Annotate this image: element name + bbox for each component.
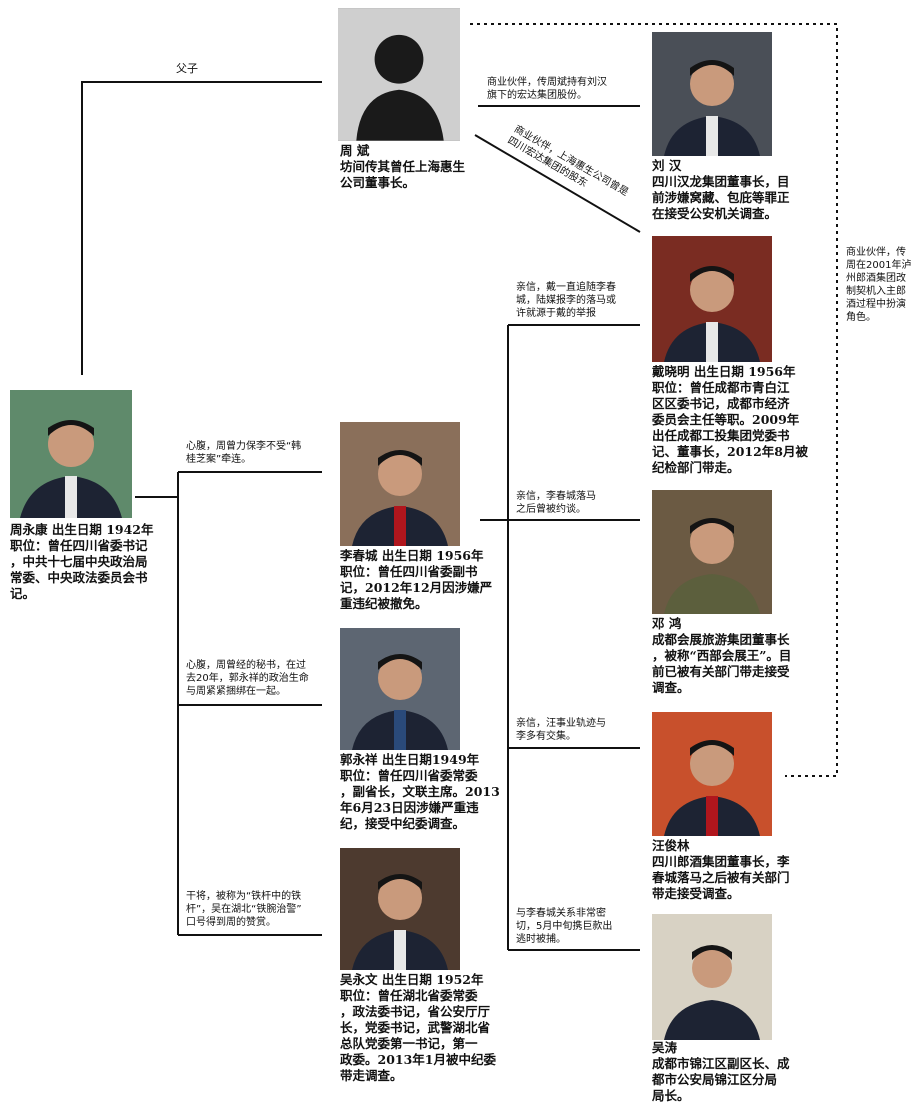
line-father-son	[81, 81, 322, 375]
photo-wu-tao	[652, 914, 772, 1040]
caption-wang-junlin: 汪俊林 四川郎酒集团董事长，李 春城落马之后被有关部门 带走接受调查。	[652, 838, 790, 901]
caption-wu-tao: 吴涛 成都市锦江区副区长、成 都市公安局锦江区分局 局长。	[652, 1040, 790, 1103]
relation-zhou-li: 心腹，周曾力保李不受“韩 桂芝案”牵连。	[186, 441, 302, 465]
relation-father-son: 父子	[176, 62, 198, 75]
caption-guo-yongxiang: 郭永祥 出生日期1949年 职位：曾任四川省委常委 ，副省长，文联主席。2013…	[340, 752, 500, 831]
relation-li-wang: 亲信，汪事业轨迹与 李多有交集。	[516, 718, 606, 742]
photo-deng-hong	[652, 490, 772, 614]
relation-zhoubin-wangjunlin: 商业伙伴，传 周在2001年泸 州郎酒集团改 制契机入主郎 酒过程中扮演 角色。	[846, 247, 912, 323]
photo-dai-xiaoming	[652, 236, 772, 362]
relation-zhou-guo: 心腹，周曾经的秘书，在过 去20年，郭永祥的政治生命 与周紧紧捆绑在一起。	[186, 660, 309, 697]
relation-zhou-wu: 干将，被称为“铁杆中的铁 杆”，吴在湖北“铁腕治警” 口号得到周的赞赏。	[186, 891, 302, 928]
caption-zhou-yongkang: 周永康 出生日期 1942年 职位：曾任四川省委书记 ，中共十七届中央政治局 常…	[10, 522, 154, 601]
caption-dai-xiaoming: 戴晓明 出生日期 1956年 职位：曾任成都市青白江 区区委书记，成都市经济 委…	[652, 364, 808, 475]
caption-liu-han: 刘 汉 四川汉龙集团董事长，目 前涉嫌窝藏、包庇等罪正 在接受公安机关调查。	[652, 158, 790, 221]
photo-li-chuncheng	[340, 422, 460, 546]
photo-zhou-bin	[338, 8, 460, 141]
line-zhoubin-wangjunlin	[470, 23, 838, 777]
relation-li-deng: 亲信，李春城落马 之后曾被约谈。	[516, 491, 596, 515]
caption-zhou-bin: 周 斌 坊间传其曾任上海惠生 公司董事长。	[340, 143, 466, 190]
photo-liu-han	[652, 32, 772, 156]
caption-deng-hong: 邓 鸿 成都会展旅游集团董事长 ，被称“西部会展王”。目 前已被有关部门带走接受…	[652, 616, 792, 695]
photo-zhou-yongkang	[10, 390, 132, 518]
photo-wang-junlin	[652, 712, 772, 836]
caption-li-chuncheng: 李春城 出生日期 1956年 职位：曾任四川省委副书 记，2012年12月因涉嫌…	[340, 548, 493, 611]
photo-guo-yongxiang	[340, 628, 460, 750]
caption-wu-yongwen: 吴永文 出生日期 1952年 职位：曾任湖北省委常委 ，政法委书记，省公安厅厅 …	[340, 972, 496, 1083]
relation-zhoubin-liuhan: 商业伙伴，传周斌持有刘汉 旗下的宏达集团股份。	[487, 77, 607, 101]
photo-wu-yongwen	[340, 848, 460, 970]
line-zhoubin-diagonal	[474, 134, 641, 233]
relation-li-wutao: 与李春城关系非常密 切，5月中旬携巨款出 逃时被捕。	[516, 908, 613, 945]
relation-li-dai: 亲信，戴一直追随李春 城，陆媒报李的落马或 许就源于戴的举报	[516, 282, 616, 319]
